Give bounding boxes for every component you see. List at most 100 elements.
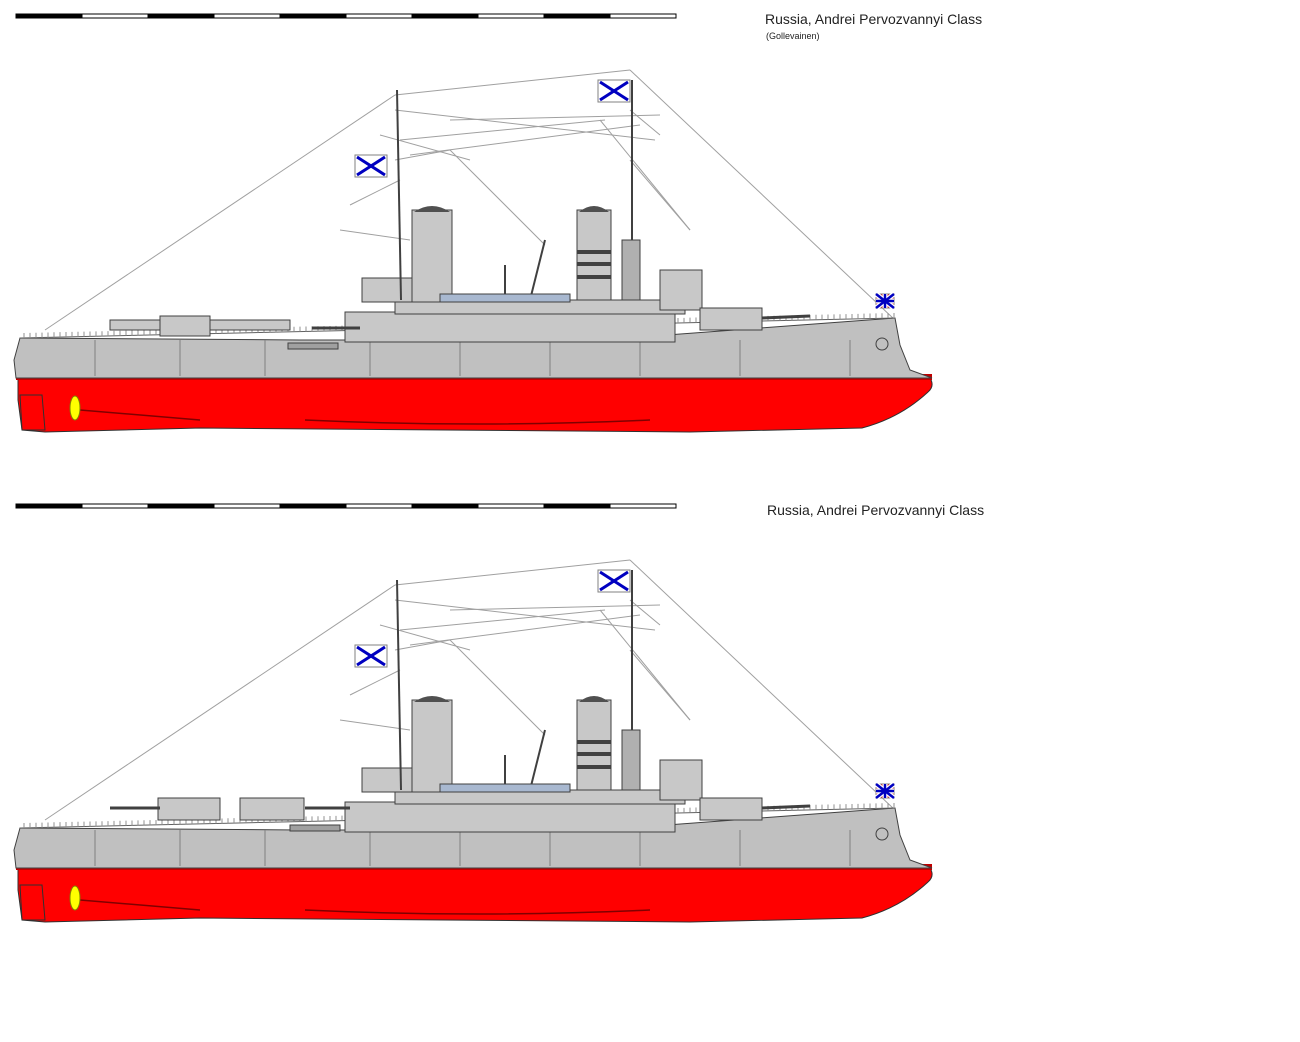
rigging-line [394, 559, 631, 586]
propeller-icon [69, 395, 81, 421]
rigging-line [629, 559, 896, 811]
torpedo-net-boom [289, 824, 341, 832]
scale-bar-segment [609, 503, 677, 509]
scale-bar-segment [477, 503, 545, 509]
propeller-shaft [79, 409, 201, 421]
funnel-band [577, 262, 611, 266]
foremast [396, 579, 402, 791]
st-andrew-ensign-icon [597, 79, 631, 103]
scale-bar-segment [15, 503, 83, 509]
bilge-keel [304, 909, 651, 915]
rigging-line [394, 639, 451, 651]
bilge-keel [304, 419, 651, 425]
rigging-line [409, 614, 641, 646]
russian-jack-icon [874, 782, 896, 800]
funnel-band [577, 275, 611, 279]
aft-bridge [659, 269, 703, 311]
scale-bar-segment [609, 13, 677, 19]
scale-bar-segment [213, 503, 281, 509]
fore-funnel [411, 699, 453, 793]
fore-turret [699, 307, 763, 331]
funnel-band [577, 765, 611, 769]
rigging-line [629, 599, 661, 626]
rigging-line [394, 149, 451, 161]
scale-bar-segment [477, 13, 545, 19]
ship-profile-svg [13, 13, 933, 433]
funnel-band [577, 752, 611, 756]
scale-bar-segment [279, 503, 347, 509]
ship-drawing-2: Russia, Andrei Pervozvannyi Class [0, 490, 1300, 980]
mainmast-tripod [621, 729, 641, 791]
aft-turret [159, 315, 211, 337]
scale-bar-segment [147, 503, 215, 509]
rigging-line [379, 624, 471, 651]
anchor-icon [875, 337, 889, 351]
aft-turret-1 [239, 797, 305, 821]
scale-bar-segment [411, 503, 479, 509]
scale-bar-segment [279, 13, 347, 19]
fore-bridge [361, 277, 413, 303]
anchor-icon [875, 827, 889, 841]
rigging-line [629, 649, 691, 721]
scale-bar-segment [345, 13, 413, 19]
propeller-icon [69, 885, 81, 911]
propeller-shaft [79, 899, 201, 911]
rigging-line [379, 134, 471, 161]
hull-lower [17, 377, 933, 433]
scale-bar-segment [345, 503, 413, 509]
funnel-cap [414, 206, 450, 212]
russian-jack-icon [874, 292, 896, 310]
foremast [396, 89, 402, 301]
scale-bar-segment [147, 13, 215, 19]
aft-funnel [576, 699, 612, 791]
rigging-line [599, 609, 691, 721]
ships-boat [439, 783, 571, 793]
hull-lower [17, 867, 933, 923]
rigging-line [339, 719, 411, 731]
drawing-credit: (Gollevainen) [766, 31, 820, 41]
rigging-line [629, 159, 691, 231]
rigging-line [394, 599, 656, 631]
funnel-band [577, 250, 611, 254]
rigging-line [449, 604, 661, 611]
funnel-cap [579, 206, 609, 212]
rigging-line [449, 639, 546, 736]
scale-bar-segment [213, 13, 281, 19]
superstructure-deck [344, 801, 676, 833]
boat-crane [529, 239, 546, 301]
scale-bar-segment [81, 503, 149, 509]
rigging-line [394, 109, 656, 141]
rigging-line [399, 609, 606, 631]
st-andrew-ensign-icon [597, 569, 631, 593]
boat-crane [529, 729, 546, 791]
gun-barrel [761, 314, 811, 320]
rigging-line [449, 114, 661, 121]
gun-barrel [761, 804, 811, 810]
scale-bar-segment [81, 13, 149, 19]
aft-bridge [659, 759, 703, 801]
aft-turret-2 [157, 797, 221, 821]
stern-outline [19, 394, 46, 431]
fore-turret [699, 797, 763, 821]
fore-bridge [361, 767, 413, 793]
rigging-line [629, 109, 661, 136]
rigging-line [349, 179, 401, 206]
rigging-line [409, 124, 641, 156]
scale-bar-segment [543, 503, 611, 509]
ship-drawing-1: Russia, Andrei Pervozvannyi Class (Golle… [0, 0, 1300, 490]
mainmast-tripod [621, 239, 641, 301]
ship-profile-svg [13, 503, 933, 923]
rigging-line [399, 119, 606, 141]
stern-outline [19, 884, 46, 921]
st-andrew-ensign-icon [354, 644, 388, 668]
funnel-cap [414, 696, 450, 702]
rigging-line [394, 69, 631, 96]
ships-boat [439, 293, 571, 303]
funnel-band [577, 740, 611, 744]
superstructure-deck [344, 311, 676, 343]
torpedo-net-boom [287, 342, 339, 350]
aft-funnel [576, 209, 612, 301]
rigging-line [44, 584, 396, 821]
rigging-line [629, 69, 896, 321]
scale-bar-segment [411, 13, 479, 19]
